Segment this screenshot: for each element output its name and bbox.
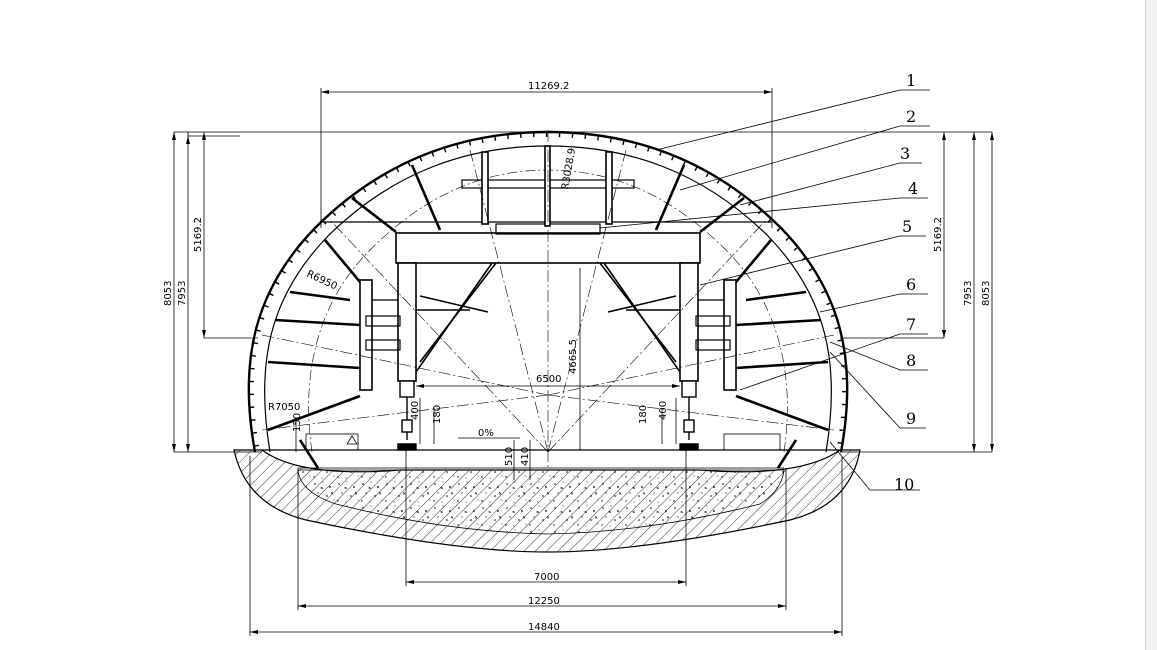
dim-bottom-14840: 14840 [528,622,560,633]
dim-side-150: 150 [292,413,303,432]
callout-7: 7 [906,315,916,334]
callout-4: 4 [908,179,918,198]
radial-struts [267,164,829,469]
dim-slope: 0% [478,428,494,439]
dim-right-outer-b: 8053 [981,281,992,306]
dim-right-outer-a: 7953 [963,281,974,306]
callout-8: 8 [906,351,916,370]
dim-leg-right-400: 400 [658,401,669,420]
dimension-arrows [172,90,994,634]
callout-leaders [599,89,930,491]
dim-leg-left-400: 400 [410,401,421,420]
dimension-lines [173,88,993,636]
callout-1: 1 [906,71,916,90]
screw-jacks [397,380,699,451]
callout-9: 9 [906,409,916,428]
dim-left-inner-height: 5169.2 [193,217,204,252]
callout-6: 6 [906,275,916,294]
dim-bottom-7000: 7000 [534,572,559,583]
dim-span-inner: 6500 [536,374,561,385]
page-edge [1145,0,1157,650]
dim-radius-upper: R6950 [305,269,339,293]
callout-3: 3 [900,144,910,163]
dim-right-inner-height: 5169.2 [933,217,944,252]
dim-top-width: 11269.2 [528,81,569,92]
dim-left-outer-a: 8053 [163,281,174,306]
dim-base-410: 410 [520,447,531,466]
dim-left-outer-b: 7953 [177,281,188,306]
dim-radius-crown: R3028.9 [560,147,578,190]
center-lines [261,130,835,470]
diagonal-bracing [415,262,681,373]
fill-concrete [297,469,785,535]
callout-5: 5 [902,217,912,236]
callout-2: 2 [906,107,916,126]
side-brackets [365,299,731,351]
dim-leg-right-180: 180 [638,405,649,424]
dim-leg-left-180: 180 [432,405,443,424]
anchor-bolt-ticks [248,132,848,447]
dim-radius-lower: R7050 [268,402,300,413]
dim-height-mid: 4665.5 [568,339,579,374]
callout-10: 10 [894,475,914,494]
dim-bottom-12250: 12250 [528,596,560,607]
dim-base-510: 510 [504,447,515,466]
